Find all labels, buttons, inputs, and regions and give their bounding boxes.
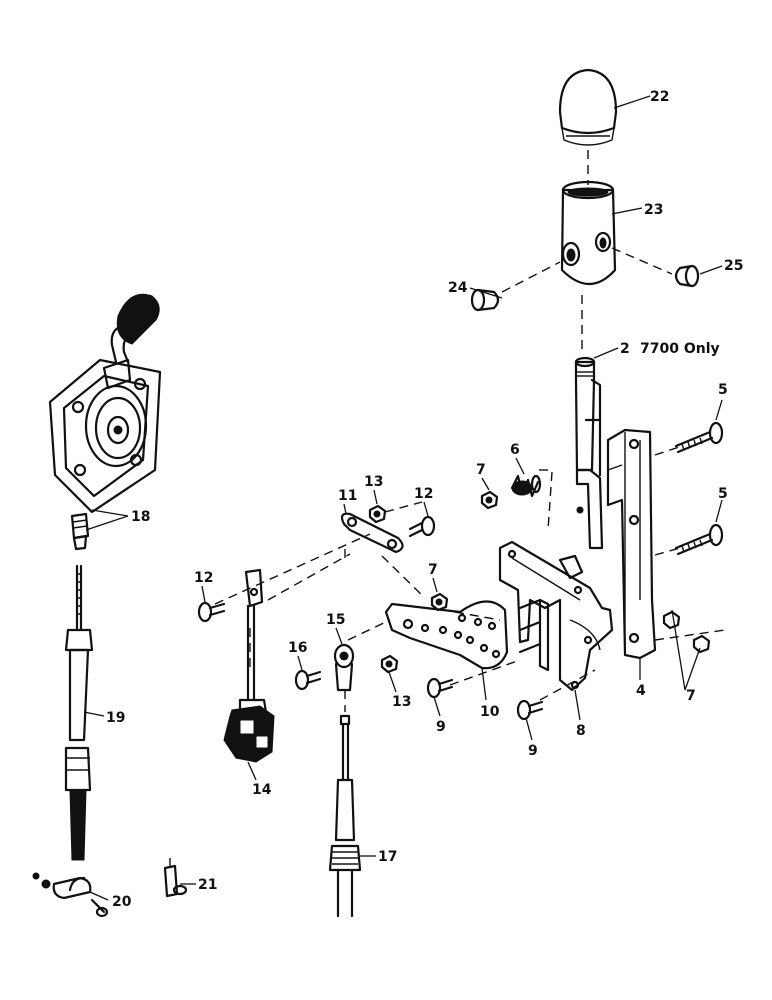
callout-20: 20 xyxy=(112,894,132,910)
callout-9-a: 9 xyxy=(436,719,446,735)
bolt-part-5-upper xyxy=(674,421,724,454)
callout-8: 8 xyxy=(576,723,586,739)
callout-16: 16 xyxy=(288,640,307,656)
control-housing-part-18 xyxy=(48,293,162,514)
callout-4: 4 xyxy=(636,683,646,699)
callout-17: 17 xyxy=(378,849,397,865)
callout-9-b: 9 xyxy=(528,743,538,759)
callout-5-upper: 5 xyxy=(718,382,728,398)
spring-part-6 xyxy=(510,474,542,498)
callout-10: 10 xyxy=(480,704,500,720)
callout-13-b: 13 xyxy=(392,694,411,710)
callout-12-a: 12 xyxy=(414,486,433,502)
callout-18: 18 xyxy=(131,509,150,525)
screw-part-12-a xyxy=(408,515,436,538)
callout-2-note: 7700 Only xyxy=(640,341,720,357)
selector-plate-part-10 xyxy=(384,600,509,670)
nut-part-7-c xyxy=(662,610,711,654)
nut-part-7-b xyxy=(430,592,449,612)
callout-13-a: 13 xyxy=(364,474,383,490)
callouts: 22 23 24 25 2 7700 Only 5 5 6 7 7 7 11 1… xyxy=(106,89,743,910)
callout-19: 19 xyxy=(106,710,125,726)
plug-part-25 xyxy=(674,264,700,288)
fitting-part-18 xyxy=(70,512,90,551)
screw-part-12-b xyxy=(197,601,226,623)
callout-7-b: 7 xyxy=(428,562,438,578)
nut-part-13-b xyxy=(380,654,399,674)
rod-end-part-15 xyxy=(333,643,355,692)
gate-plate-part-8 xyxy=(498,540,614,692)
callout-14: 14 xyxy=(252,782,272,798)
knob-part-22 xyxy=(558,68,618,146)
bracket-part-4 xyxy=(606,428,657,660)
link-part-11 xyxy=(340,512,404,554)
callout-6: 6 xyxy=(510,442,520,458)
leader-lines xyxy=(83,95,723,901)
callout-2: 2 xyxy=(620,341,630,357)
cable-part-17 xyxy=(328,714,362,918)
screw-part-9-a xyxy=(426,677,454,699)
screw-part-9-b xyxy=(516,699,544,721)
nut-part-7-a xyxy=(480,490,499,510)
callout-25: 25 xyxy=(724,258,743,274)
callout-7-a: 7 xyxy=(476,462,486,478)
nut-part-13-a xyxy=(368,504,387,524)
callout-15: 15 xyxy=(326,612,345,628)
callout-12-b: 12 xyxy=(194,570,213,586)
fitting-part-21 xyxy=(163,858,188,898)
switch-part-14 xyxy=(223,568,275,763)
callout-11: 11 xyxy=(338,488,357,504)
shaft-part-2 xyxy=(574,356,604,550)
callout-21: 21 xyxy=(198,877,217,893)
knob-body-part-23 xyxy=(560,180,617,285)
callout-7-c: 7 xyxy=(686,688,696,704)
screw-part-16 xyxy=(294,669,322,691)
callout-22: 22 xyxy=(650,89,669,105)
callout-23: 23 xyxy=(644,202,663,218)
bolt-part-5-lower xyxy=(674,523,724,556)
callout-24: 24 xyxy=(448,280,468,296)
callout-5-lower: 5 xyxy=(718,486,728,502)
cable-part-19 xyxy=(64,564,94,861)
